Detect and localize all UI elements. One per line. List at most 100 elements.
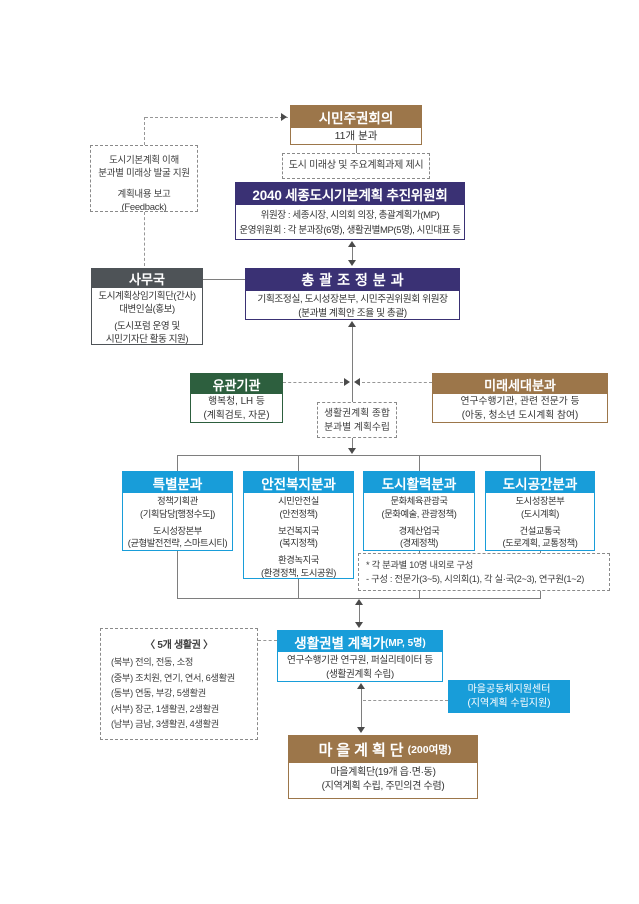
secretariat-body: 도시계획상임기획단(간사) 대변인실(홍보) (도시포럼 운영 및 시민기자단 … [92, 288, 202, 346]
arrowhead-down [357, 727, 365, 733]
arrowhead-down [355, 622, 363, 628]
subcommittee-urban-vitality-body: 문화체육관광국 (문화예술, 관광정책) 경제산업국 (경제정책) [364, 493, 474, 550]
council-box: 시민주권회의 11개 분과 [290, 105, 422, 145]
zone-planner-box: 생활권별 계획가(MP, 5명) 연구수행기관 연구원, 퍼실리테이터 등 (생… [277, 630, 443, 682]
subcommittee-safety-welfare-box: 안전복지분과 시민안전실 (안전정책) 보건복지국 (복지정책) 환경녹지국 (… [243, 471, 354, 579]
secretariat-box: 사무국 도시계획상임기획단(간사) 대변인실(홍보) (도시포럼 운영 및 시민… [91, 268, 203, 345]
connector-bus-top [177, 455, 541, 456]
subcommittee-urban-space-box: 도시공간분과 도시성장본부 (도시계획) 건설교통국 (도로계획, 교통정책) [485, 471, 595, 551]
living-zone-item: (남부) 금남, 3생활권, 4생활권 [111, 719, 219, 729]
subcommittee-line: (경제정책) [399, 538, 438, 549]
composition-note: * 각 분과별 10명 내외로 구성 - 구성 : 전문가(3~5), 시의회(… [358, 553, 610, 591]
subcommittee-line: 정책기획관 [157, 496, 198, 506]
arrowhead-down [348, 260, 356, 266]
future-generation-header: 미래세대분과 [433, 374, 607, 394]
committee-header: 2040 세종도시기본계획 추진위원회 [236, 183, 464, 205]
village-planning-line: (지역계획 수립, 주민의견 수렴) [321, 781, 445, 792]
connector-stub [419, 455, 420, 471]
arrowhead-down [348, 448, 356, 454]
feedback-line: 계획내용 보고 [117, 189, 171, 200]
subcommittee-urban-space-header: 도시공간분과 [486, 472, 594, 493]
connector-committee-coordination [352, 247, 353, 260]
subcommittee-line: (도로계획, 교통정책) [502, 538, 578, 549]
future-generation-box: 미래세대분과 연구수행기관, 관련 전문가 등 (아동, 청소년 도시계획 참여… [432, 373, 608, 423]
subcommittee-urban-space-body: 도시성장본부 (도시계획) 건설교통국 (도로계획, 교통정책) [486, 493, 594, 550]
village-planning-line: 마을계획단(19개 읍·면·동) [330, 767, 436, 778]
village-planning-box: 마을계획단(200여명) 마을계획단(19개 읍·면·동) (지역계획 수립, … [288, 735, 478, 799]
plan-method-note: 생활권계획 종합 분과별 계획수립 [317, 402, 397, 438]
future-generation-line: 연구수행기관, 관련 전문가 등 [460, 396, 580, 407]
subcommittee-line: 경제산업국 [398, 525, 440, 536]
committee-line: 운영위원회 : 각 분과장(6명), 생활권별MP(5명), 시민대표 등 [239, 225, 461, 236]
subcommittee-line: (문화예술, 관광정책) [381, 508, 457, 519]
subcommittee-line: 환경녹지국 [278, 555, 319, 566]
related-org-line: 행복청, LH 등 [208, 396, 265, 407]
plan-method-line: 생활권계획 종합 [324, 408, 390, 419]
village-planning-title: 마을계획단 [318, 742, 408, 759]
related-org-body: 행복청, LH 등 (계획검토, 자문) [191, 394, 282, 422]
arrowhead-left [354, 378, 360, 386]
proposal-note: 도시 미래상 및 주요계획과제 제시 [282, 153, 430, 179]
council-header: 시민주권회의 [291, 106, 421, 128]
feedback-line: (Feedback) [121, 202, 167, 213]
connector-related-org [283, 382, 343, 383]
living-zones-note: 〈 5개 생활권 〉 (북부) 전의, 전동, 소정 (중부) 조치원, 연기,… [100, 628, 258, 740]
secretariat-line: (도시포럼 운영 및 [114, 321, 180, 332]
zone-planner-header: 생활권별 계획가(MP, 5명) [278, 631, 442, 652]
subcommittee-line: 도시성장본부 [153, 525, 202, 536]
subcommittee-safety-welfare-header: 안전복지분과 [244, 472, 353, 493]
subcommittee-urban-vitality-box: 도시활력분과 문화체육관광국 (문화예술, 관광정책) 경제산업국 (경제정책) [363, 471, 475, 551]
connector-bus-planner [359, 605, 360, 622]
proposal-note-text: 도시 미래상 및 주요계획과제 제시 [288, 160, 424, 171]
subcommittee-line: (안전정책) [279, 508, 318, 519]
related-org-line: (계획검토, 자문) [203, 409, 270, 421]
subcommittee-special-header: 특별분과 [123, 472, 232, 493]
arrowhead-right [344, 378, 350, 386]
connector-community-center [363, 700, 448, 701]
zone-planner-suffix: (MP, 5명) [385, 638, 426, 649]
connector-bus-bottom [177, 598, 541, 599]
zone-planner-body: 연구수행기관 연구원, 퍼실리테이터 등 (생활권계획 수립) [278, 652, 442, 681]
subcommittee-line: 문화체육관광국 [390, 496, 448, 506]
subcommittee-line: 도시성장본부 [515, 496, 565, 506]
living-zone-item: (북부) 전의, 전동, 소정 [111, 657, 194, 667]
connector-feedback-down [144, 212, 145, 266]
subcommittee-line: 건설교통국 [519, 525, 561, 536]
composition-line: * 각 분과별 10명 내외로 구성 [366, 560, 474, 570]
coordination-box: 총괄조정분과 기획조정실, 도시성장본부, 시민주권위원회 위원장 (분과별 계… [245, 268, 460, 320]
council-subtitle: 11개 분과 [334, 130, 378, 142]
arrowhead-up [348, 321, 356, 327]
subcommittee-line: (기획담당[행정수도]) [140, 508, 215, 519]
secretariat-line: 대변인실(홍보) [119, 304, 175, 315]
connector-feedback-to-council [145, 117, 288, 118]
future-generation-line: (아동, 청소년 도시계획 참여) [461, 409, 579, 421]
connector-planner-village [361, 689, 362, 727]
subcommittee-special-box: 특별분과 정책기획관 (기획담당[행정수도]) 도시성장본부 (균형발전전략, … [122, 471, 233, 551]
living-zone-item: (서부) 장군, 1생활권, 2생활권 [111, 703, 219, 714]
village-planning-suffix: (200여명) [407, 744, 452, 756]
coordination-line: (분과별 계획안 조율 및 총괄) [298, 307, 407, 319]
connector-zones-planner [258, 640, 277, 641]
connector-drop [298, 579, 299, 598]
village-planning-header: 마을계획단(200여명) [289, 736, 477, 763]
community-support-center-line: 마을공동체지원센터 [467, 684, 551, 695]
subcommittee-line: 보건복지국 [278, 525, 319, 536]
connector-stub [298, 455, 299, 471]
living-zone-item: (동부) 연동, 부강, 5생활권 [111, 688, 206, 698]
arrowhead-up [355, 599, 363, 605]
living-zones-list: (북부) 전의, 전동, 소정 (중부) 조치원, 연기, 연서, 6생활권 (… [101, 655, 257, 733]
connector-feedback-up [144, 117, 145, 145]
connector-stub [540, 455, 541, 471]
coordination-header: 총괄조정분과 [246, 269, 459, 291]
arrowhead-right [281, 113, 287, 121]
secretariat-line: 도시계획상임기획단(간사) [98, 291, 196, 302]
subcommittee-special-body: 정책기획관 (기획담당[행정수도]) 도시성장본부 (균형발전전략, 스마트시티… [123, 493, 232, 550]
living-zone-item: (중부) 조치원, 연기, 연서, 6생활권 [111, 672, 235, 683]
subcommittee-safety-welfare-body: 시민안전실 (안전정책) 보건복지국 (복지정책) 환경녹지국 (환경정책, 도… [244, 493, 353, 580]
related-org-box: 유관기관 행복청, LH 등 (계획검토, 자문) [190, 373, 283, 423]
committee-body: 위원장 : 세종시장, 시의회 의장, 총괄계획가(MP) 운영위원회 : 각 … [236, 205, 464, 238]
connector-council-to-note [356, 145, 357, 153]
zone-planner-line: 연구수행기관 연구원, 퍼실리테이터 등 [287, 655, 433, 666]
zone-planner-line: (생활권계획 수립) [326, 668, 394, 680]
